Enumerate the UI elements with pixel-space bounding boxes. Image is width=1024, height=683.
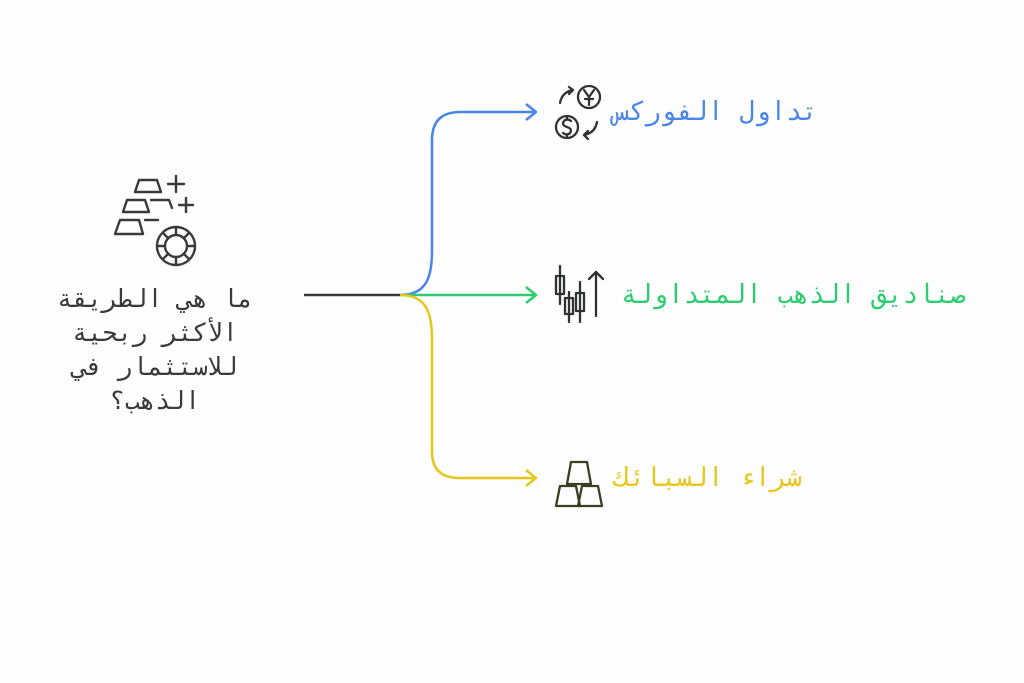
currency-exchange-icon <box>554 84 602 141</box>
root-question-line: الأكثر ربحية <box>72 318 238 347</box>
gold-bars-icon <box>554 460 604 508</box>
branch-arrowhead-forex <box>525 103 538 121</box>
branch-arrowhead-etf <box>525 286 538 304</box>
branch-label-etf: صناديق الذهب المتداولة <box>621 280 966 310</box>
gold-bars-coin-plus-icon <box>113 174 197 267</box>
candlestick-chart-icon <box>554 264 605 324</box>
branch-connector-bullion <box>399 293 535 480</box>
root-question-line: للاستثمار في <box>72 352 238 381</box>
branch-connector-forex <box>399 110 535 297</box>
branch-label-bullion: شراء السبائك <box>614 463 802 493</box>
root-question-line: ما هي الطريقة <box>57 284 253 313</box>
root-question: ما هي الطريقة الأكثر ربحية للاستثمار في … <box>40 282 270 418</box>
branch-arrowhead-bullion <box>525 469 538 487</box>
root-question-line: الذهب؟ <box>109 386 201 415</box>
branch-label-forex: تداول الفوركس <box>614 97 818 127</box>
